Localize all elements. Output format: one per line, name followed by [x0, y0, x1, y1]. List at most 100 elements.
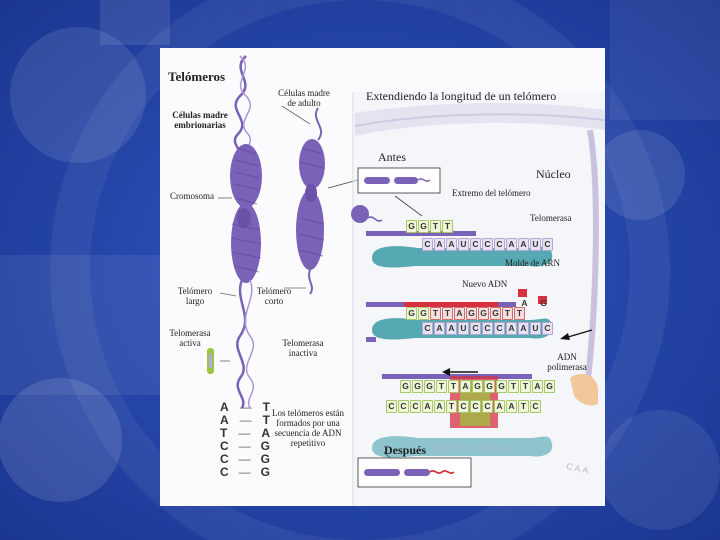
nucleotide: G [406, 307, 417, 320]
nucleotide: C [422, 322, 433, 335]
base-right: G [261, 439, 270, 452]
nucleotide: A [518, 322, 529, 335]
nucleotide: C [458, 400, 469, 413]
nucleotide: U [458, 322, 469, 335]
nucleotide: C [470, 238, 481, 251]
base-pair: C—G [220, 452, 270, 465]
nucleotide: C [422, 238, 433, 251]
nucleotide: C [398, 400, 409, 413]
nucleotide: U [530, 238, 541, 251]
chromosome-label: Cromosoma [166, 191, 218, 201]
nucleotide: C [482, 238, 493, 251]
nucleotide: C [470, 400, 481, 413]
nucleotide: A [446, 238, 457, 251]
nucleotide: A [520, 298, 529, 309]
embryonic-stem-cells-label: Células madre embrionarias [164, 110, 236, 130]
short-telomere-label: Telómero corto [252, 286, 296, 306]
telomere-end-label: Extremo del telómero [452, 188, 552, 198]
chromosome-long [230, 144, 262, 283]
base-right: G [261, 452, 270, 465]
nucleotide: T [446, 400, 457, 413]
long-telomere-label: Telómero largo [172, 286, 218, 306]
nucleotide: G [478, 307, 489, 320]
nucleotide: G [412, 380, 423, 393]
telomerase-label: Telomerasa [530, 213, 602, 223]
base-left: A [220, 400, 229, 413]
nucleotide: T [430, 220, 441, 233]
nucleotide: G [490, 307, 501, 320]
nucleotide: T [502, 307, 513, 320]
nucleotide: C [386, 400, 397, 413]
telomere-figure: Telómeros Células madre embrionarias Cél… [160, 48, 605, 506]
nucleotide: G [496, 380, 507, 393]
nucleotide: G [484, 380, 495, 393]
adult-stem-cells-label: Células madre de adulto [274, 88, 334, 108]
base-right: T [263, 400, 270, 413]
nucleotide: G [472, 380, 483, 393]
base-left: T [220, 426, 227, 439]
nucleotide: A [446, 322, 457, 335]
base-pair: C—G [220, 439, 270, 452]
nucleotide: A [506, 238, 517, 251]
nucleus-label: Núcleo [536, 168, 592, 181]
nucleotide: G [418, 307, 429, 320]
rna-template-label: Molde de ARN [505, 258, 585, 268]
nucleotide: G [400, 380, 411, 393]
base-pair: C—G [220, 465, 270, 478]
nucleotide: T [442, 220, 453, 233]
nucleotide: C [494, 322, 505, 335]
nucleotide: A [518, 238, 529, 251]
nucleotide: T [430, 307, 441, 320]
nucleotide: G [466, 307, 477, 320]
right-panel-title: Extendiendo la longitud de un telómero [366, 90, 602, 103]
nucleotide: T [436, 380, 447, 393]
nucleotide: G [406, 220, 417, 233]
nucleotide: C [542, 238, 553, 251]
nucleotide: U [458, 238, 469, 251]
nucleotide: A [460, 380, 471, 393]
nucleotide: A [506, 322, 517, 335]
nucleotide: A [434, 322, 445, 335]
nucleotide: T [442, 307, 453, 320]
before-label: Antes [378, 151, 428, 164]
base-pair: A—T [220, 400, 270, 413]
base-left: C [220, 452, 229, 465]
base-pair-list: A—T A—T T—A C—G C—G C—G [220, 400, 270, 478]
nucleotide: C [494, 238, 505, 251]
nucleotide: G [418, 220, 429, 233]
nucleotide: A [434, 238, 445, 251]
nucleotide: C [482, 400, 493, 413]
nucleotide: C [482, 322, 493, 335]
telomere-end-knob [351, 205, 369, 223]
new-dna-label: Nuevo ADN [462, 279, 532, 289]
nucleotide: C [530, 400, 541, 413]
telomeres-title: Telómeros [168, 70, 242, 84]
inactive-telomerase-label: Telomerasa inactiva [274, 338, 332, 358]
dna-helix-bottom [237, 280, 245, 408]
nucleotide: G [544, 380, 555, 393]
nucleotide: T [448, 380, 459, 393]
nucleotide: A [494, 400, 505, 413]
nucleotide: C [410, 400, 421, 413]
nucleotide: U [530, 322, 541, 335]
nucleotide: A [454, 307, 465, 320]
active-telomerase-label: Telomerasa activa [166, 328, 214, 348]
nucleotide: A [434, 400, 445, 413]
nucleotide: C [470, 322, 481, 335]
base-right: T [263, 413, 270, 426]
base-left: C [220, 465, 229, 478]
nucleotide: A [422, 400, 433, 413]
base-left: C [220, 439, 229, 452]
base-right: G [261, 465, 270, 478]
repeat-sequence-note: Los telómeros están formados por una sec… [272, 408, 344, 448]
nucleotide: G [539, 298, 548, 309]
nucleotide: A [506, 400, 517, 413]
nucleotide: A [532, 380, 543, 393]
base-pair: T—A [220, 426, 270, 439]
